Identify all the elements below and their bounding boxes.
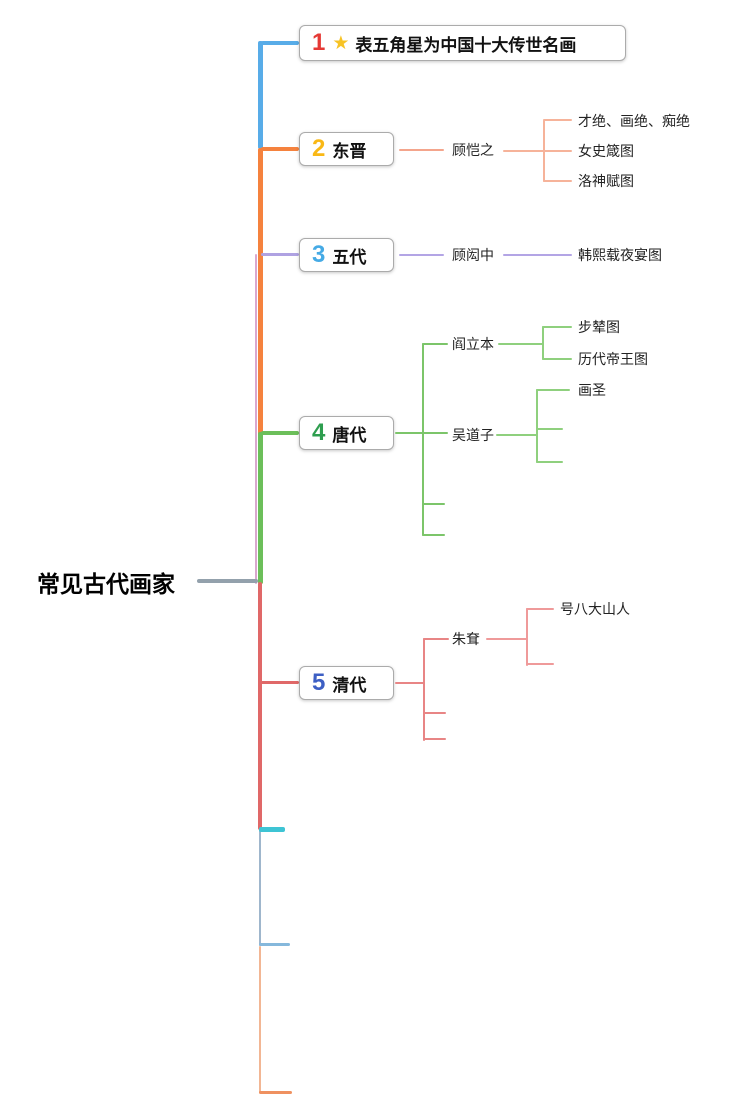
qing-bracket-mid: [395, 682, 425, 684]
node-zhuda[interactable]: 朱耷: [452, 631, 480, 647]
qing-bracket-vertical: [423, 638, 425, 741]
branch2-node[interactable]: 2 东晋: [299, 132, 394, 166]
branch3-node[interactable]: 3 五代: [299, 238, 394, 272]
root-node[interactable]: 常见古代画家: [37, 571, 175, 597]
yanliben-connector: [498, 343, 544, 345]
spine-segment-peach: [259, 946, 261, 1093]
node-bunian[interactable]: 步辇图: [578, 319, 620, 335]
branch6-connector: [259, 827, 285, 832]
node-wudaozi[interactable]: 吴道子: [452, 427, 494, 443]
yanliben-bracket-top: [542, 326, 572, 328]
branch2-number: 2: [312, 135, 326, 162]
wudaozi-bracket-top: [536, 389, 570, 391]
branch3-label: 五代: [332, 247, 367, 267]
branch3-connector: [261, 253, 299, 256]
gukaizhi-fan-top: [543, 119, 572, 121]
branch4-number: 4: [312, 419, 326, 446]
tang-bracket-stub-empty2: [422, 534, 445, 536]
tang-bracket-stub-yanliben: [422, 343, 448, 345]
yanliben-bracket-vertical: [542, 326, 544, 360]
tang-bracket-vertical: [422, 343, 424, 536]
branch7-connector: [259, 943, 290, 946]
branch1-node[interactable]: 1 ★ 表五角星为中国十大传世名画: [299, 25, 626, 61]
branch8-connector: [259, 1091, 292, 1094]
node-hanxizai[interactable]: 韩熙载夜宴图: [578, 247, 662, 263]
spine-segment-steelblue: [259, 830, 261, 946]
node-guhongzhong[interactable]: 顾闳中: [452, 247, 494, 263]
branch5-number: 5: [312, 669, 326, 696]
branch5-node[interactable]: 5 清代: [299, 666, 394, 700]
zhuda-bracket-vertical: [526, 608, 528, 666]
spine-segment-orange: [258, 148, 263, 584]
root-connector: [197, 579, 258, 583]
qing-bracket-stub-zhuda: [423, 638, 449, 640]
spine-segment-green: [258, 432, 263, 584]
zhuda-bracket-bottom-empty: [526, 663, 554, 665]
branch5-connector: [261, 681, 299, 684]
tang-bracket-mid: [395, 432, 448, 434]
branch2-connector: [261, 147, 299, 151]
qing-bracket-stub-empty1: [423, 712, 446, 714]
branch2-label: 东晋: [332, 141, 367, 161]
guhongzhong-connector: [399, 254, 444, 256]
qing-bracket-stub-empty2: [423, 738, 446, 740]
branch4-connector: [261, 431, 299, 435]
zhuda-connector: [486, 638, 528, 640]
node-badashanren[interactable]: 号八大山人: [560, 601, 630, 617]
wudaozi-connector: [496, 434, 538, 436]
tang-bracket-stub-empty1: [422, 503, 445, 505]
node-nvshizhen[interactable]: 女史箴图: [578, 143, 634, 159]
zhuda-bracket-top: [526, 608, 554, 610]
gukaizhi-connector: [399, 149, 444, 151]
spine-segment-red: [258, 582, 262, 830]
spine-segment-blue: [258, 41, 263, 149]
branch4-label: 唐代: [332, 425, 367, 445]
branch1-number: 1: [312, 29, 326, 56]
node-huasheng[interactable]: 画圣: [578, 382, 606, 398]
branch1-label: 表五角星为中国十大传世名画: [355, 35, 577, 55]
star-icon: ★: [332, 32, 350, 54]
branch5-label: 清代: [332, 675, 367, 695]
wudaozi-bracket-mid-empty: [536, 428, 563, 430]
node-luoshenfu[interactable]: 洛神赋图: [578, 173, 634, 189]
branch1-connector: [261, 41, 299, 45]
node-gukaizhi[interactable]: 顾恺之: [452, 142, 494, 158]
hanxizai-connector: [503, 254, 572, 256]
wudaozi-bracket-vertical: [536, 389, 538, 463]
spine-segment-pink: [255, 254, 257, 584]
branch3-number: 3: [312, 241, 326, 268]
gukaizhi-fan-vertical: [543, 120, 545, 182]
node-lidaidiwang[interactable]: 历代帝王图: [578, 351, 648, 367]
yanliben-bracket-bottom: [542, 358, 572, 360]
branch4-node[interactable]: 4 唐代: [299, 416, 394, 450]
node-yanliben[interactable]: 阎立本: [452, 336, 494, 352]
gukaizhi-fan-mid: [503, 150, 572, 152]
node-sanjue[interactable]: 才绝、画绝、痴绝: [578, 113, 690, 129]
gukaizhi-fan-bottom: [543, 180, 572, 182]
wudaozi-bracket-bottom-empty: [536, 461, 563, 463]
